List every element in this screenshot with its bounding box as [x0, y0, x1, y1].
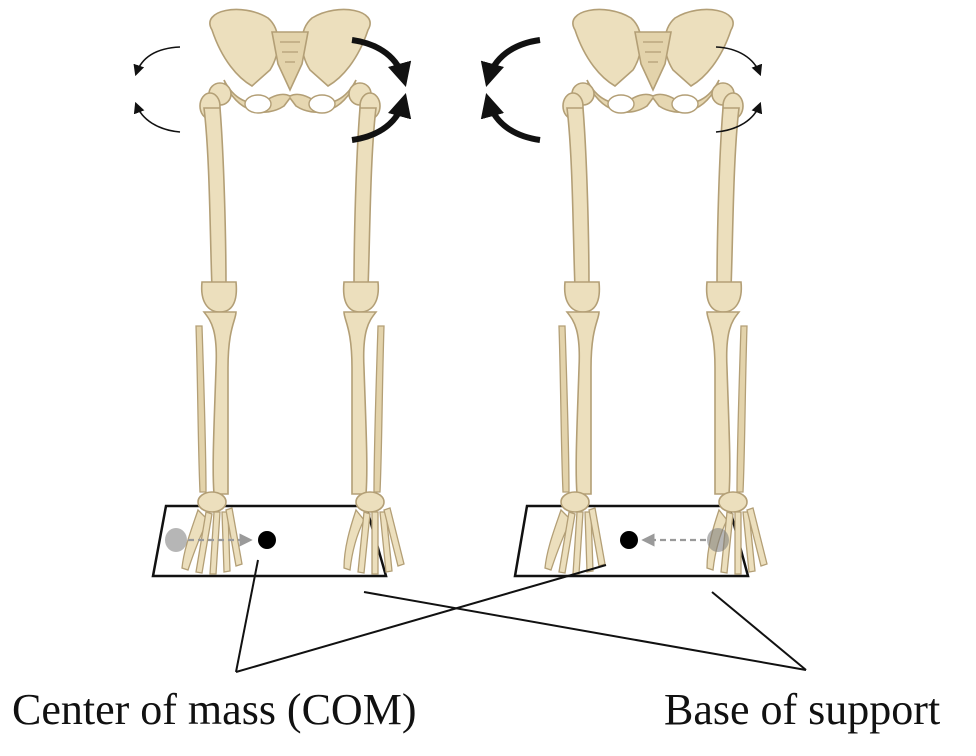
right-bold-rotation-arrow-bottom — [480, 93, 541, 143]
left-bold-rotation-arrow-bottom — [351, 93, 412, 143]
right-skeleton — [544, 8, 768, 575]
center-of-mass-label: Center of mass (COM) — [12, 685, 417, 734]
left-skeleton — [181, 8, 405, 575]
left-base-of-support — [151, 504, 388, 578]
left-figure — [133, 8, 412, 578]
left-com-dot — [258, 531, 276, 549]
left-thin-rotation-arrow-bottom — [133, 101, 181, 133]
bos-leader-left — [363, 591, 807, 671]
left-bold-rotation-arrow-top — [351, 37, 412, 87]
right-com-shadow — [707, 528, 729, 552]
left-com-shadow — [165, 528, 187, 552]
right-com-dot — [620, 531, 638, 549]
com-leader-right — [235, 564, 607, 673]
bos-leader-right — [711, 591, 807, 671]
leader-lines — [235, 559, 807, 673]
right-figure — [480, 8, 768, 578]
right-base-of-support — [513, 504, 750, 578]
right-bold-rotation-arrow-top — [480, 37, 541, 87]
left-thin-rotation-arrow-top — [133, 46, 181, 77]
com-leader-left — [235, 559, 259, 673]
right-thin-rotation-arrow-bottom — [715, 101, 763, 133]
right-thin-rotation-arrow-top — [715, 46, 763, 77]
base-of-support-label: Base of support — [664, 685, 941, 734]
